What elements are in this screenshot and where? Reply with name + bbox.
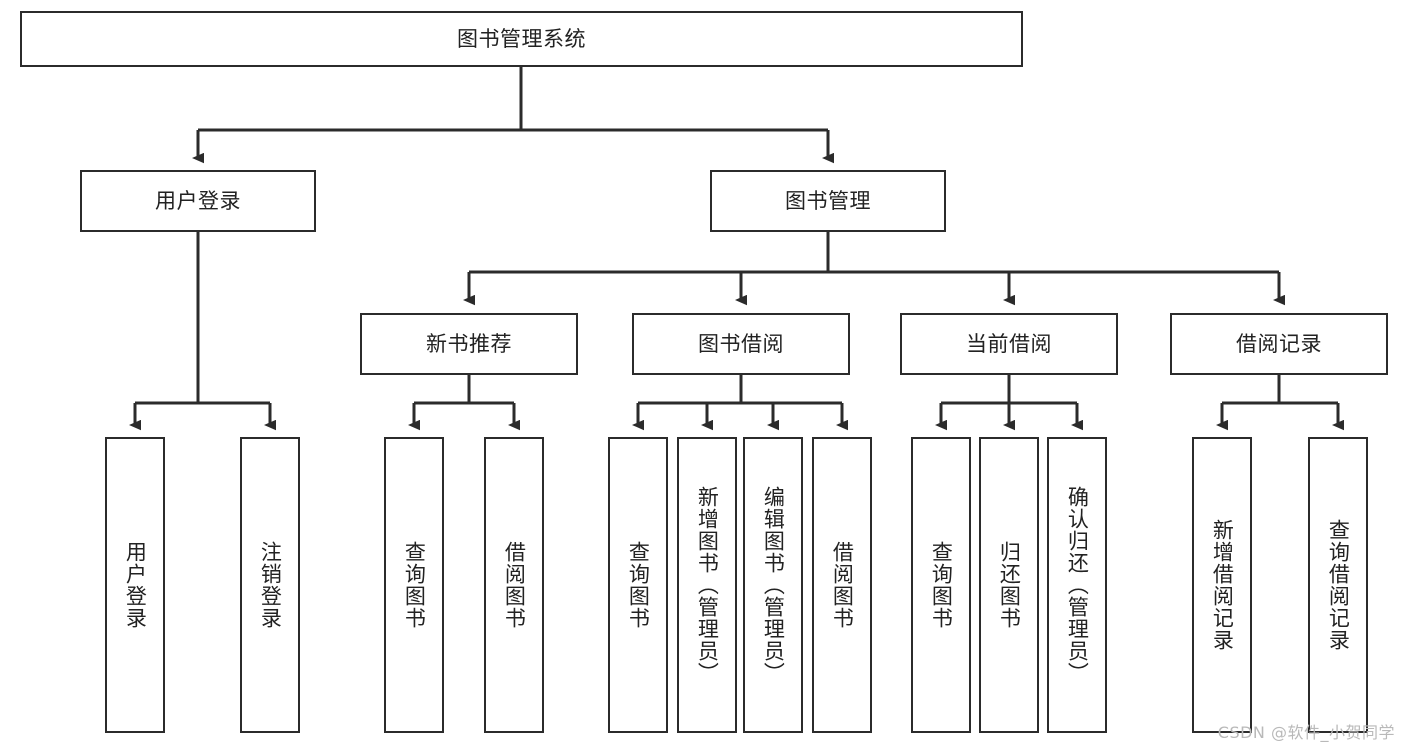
node-book-borrow[interactable]: 图书借阅 [632,313,850,375]
leaf-borrow-edit-book-admin[interactable]: 编辑图书（管理员） [743,437,803,733]
leaf-recommend-borrow-book[interactable]: 借阅图书 [484,437,544,733]
csdn-watermark: CSDN @软件_小贺同学 [1217,723,1395,742]
node-current-borrow[interactable]: 当前借阅 [900,313,1118,375]
leaf-record-query-record[interactable]: 查询借阅记录 [1308,437,1368,733]
node-label: 借阅记录 [1236,331,1322,356]
leaf-borrow-query-book[interactable]: 查询图书 [608,437,668,733]
node-label: 新增借阅记录 [1210,519,1235,651]
node-label: 当前借阅 [966,331,1052,356]
node-user-login[interactable]: 用户登录 [80,170,316,232]
leaf-recommend-query-book[interactable]: 查询图书 [384,437,444,733]
leaf-borrow-borrow-book[interactable]: 借阅图书 [812,437,872,733]
node-label: 查询图书 [402,541,427,629]
node-label: 新书推荐 [426,331,512,356]
node-label: 图书管理系统 [457,26,586,51]
leaf-current-query-book[interactable]: 查询图书 [911,437,971,733]
node-label: 新增图书（管理员） [695,486,720,684]
node-label: 图书借阅 [698,331,784,356]
leaf-user-login-logout[interactable]: 注销登录 [240,437,300,733]
node-label: 查询图书 [929,541,954,629]
node-label: 借阅图书 [830,541,855,629]
node-label: 注销登录 [258,541,283,629]
node-label: 查询图书 [626,541,651,629]
leaf-current-return-book[interactable]: 归还图书 [979,437,1039,733]
node-label: 归还图书 [997,541,1022,629]
node-new-book-recommend[interactable]: 新书推荐 [360,313,578,375]
node-label: 确认归还（管理员） [1065,486,1090,684]
node-label: 用户登录 [123,541,148,629]
node-label: 查询借阅记录 [1326,519,1351,651]
node-label: 借阅图书 [502,541,527,629]
leaf-current-confirm-return-admin[interactable]: 确认归还（管理员） [1047,437,1107,733]
node-label: 图书管理 [785,188,871,213]
leaf-borrow-add-book-admin[interactable]: 新增图书（管理员） [677,437,737,733]
node-label: 用户登录 [155,188,241,213]
node-label: 编辑图书（管理员） [761,486,786,684]
node-book-management[interactable]: 图书管理 [710,170,946,232]
node-borrow-record[interactable]: 借阅记录 [1170,313,1388,375]
leaf-record-add-record[interactable]: 新增借阅记录 [1192,437,1252,733]
node-root-system[interactable]: 图书管理系统 [20,11,1023,67]
leaf-user-login-login[interactable]: 用户登录 [105,437,165,733]
